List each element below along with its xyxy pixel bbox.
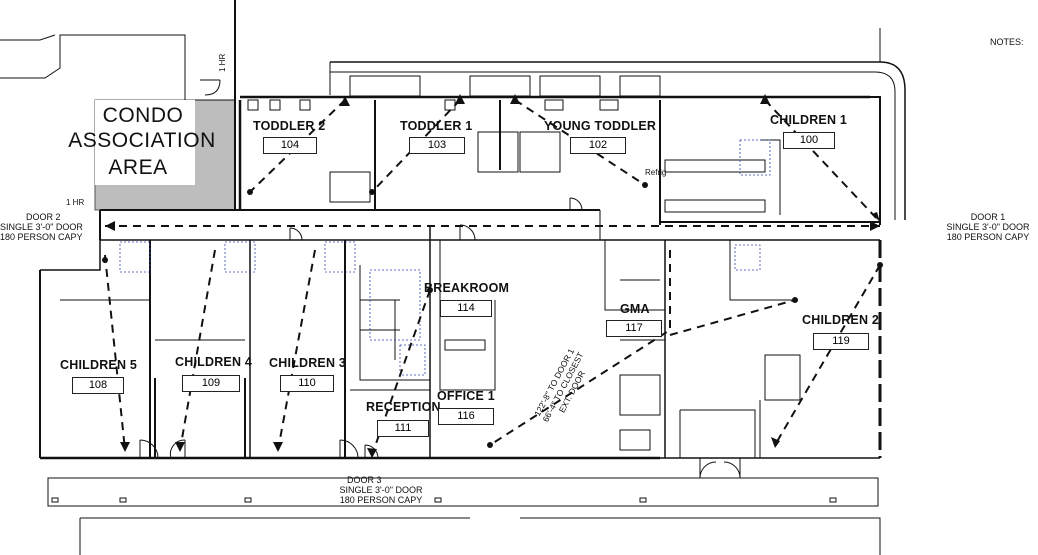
room-number-109: 109 (182, 375, 240, 392)
condo-label-line1: CONDO (102, 104, 184, 127)
room-name-toddler-2: TODDLER 2 (253, 119, 326, 133)
top-overhang (330, 61, 906, 220)
notes-label: NOTES: (990, 37, 1024, 47)
room-name-children-1: CHILDREN 1 (770, 113, 848, 127)
condo-white-block (95, 100, 195, 185)
condo-label-line2: ASSOCIATION (68, 129, 216, 152)
door2-line3: 180 PERSON CAPY (0, 232, 83, 242)
room-number-110: 110 (280, 375, 334, 392)
room-number-103: 103 (409, 137, 465, 154)
door1-line3: 180 PERSON CAPY (946, 232, 1030, 242)
door2-line1: DOOR 2 (26, 212, 61, 222)
rating-1hr-top: 1 HR (218, 53, 227, 72)
room-number-111: 111 (377, 420, 429, 437)
room-name-children-5: CHILDREN 5 (60, 358, 138, 372)
left-wall (39, 210, 101, 458)
rating-1hr-left: 1 HR (66, 198, 85, 207)
door1-note: DOOR 1 SINGLE 3'-0" DOOR 180 PERSON CAPY (940, 212, 1036, 242)
top-left-outline (0, 34, 186, 100)
door1-line2: SINGLE 3'-0" DOOR (946, 222, 1030, 232)
condo-label-line3: AREA (108, 156, 168, 179)
room-name-young-toddler: YOUNG TODDLER (544, 119, 657, 133)
room-name-reception: RECEPTION (366, 400, 441, 414)
door2-note: DOOR 2 SINGLE 3'-0" DOOR 180 PERSON CAPY (0, 212, 96, 242)
room-number-102: 102 (570, 137, 626, 154)
room-name-breakroom: BREAKROOM (424, 281, 510, 295)
room-number-116: 116 (438, 408, 494, 425)
room-name-toddler-1: TODDLER 1 (400, 119, 473, 133)
room-number-119: 119 (813, 333, 869, 350)
room-name-children-4: CHILDREN 4 (175, 355, 253, 369)
room-name-office-1: OFFICE 1 (437, 389, 495, 403)
door1-line1: DOOR 1 (970, 212, 1006, 222)
room-number-100: 100 (783, 132, 835, 149)
room-number-108: 108 (72, 377, 124, 394)
door3-line1: DOOR 3 (347, 475, 382, 485)
room-number-117: 117 (606, 320, 662, 337)
room-name-children-3: CHILDREN 3 (269, 356, 347, 370)
door3-line3: 180 PERSON CAPY (339, 495, 423, 505)
door3-note: DOOR 3 SINGLE 3'-0" DOOR 180 PERSON CAPY (333, 475, 429, 505)
room-name-gma: GMA (620, 302, 650, 316)
door3-line2: SINGLE 3'-0" DOOR (339, 485, 423, 495)
room-number-104: 104 (263, 137, 317, 154)
door2-line2: SINGLE 3'-0" DOOR (0, 222, 83, 232)
room-name-children-2: CHILDREN 2 (802, 313, 880, 327)
refrigerator-label: Refrig (645, 168, 667, 177)
room-number-114: 114 (440, 300, 492, 317)
sidewalk (47, 477, 879, 507)
